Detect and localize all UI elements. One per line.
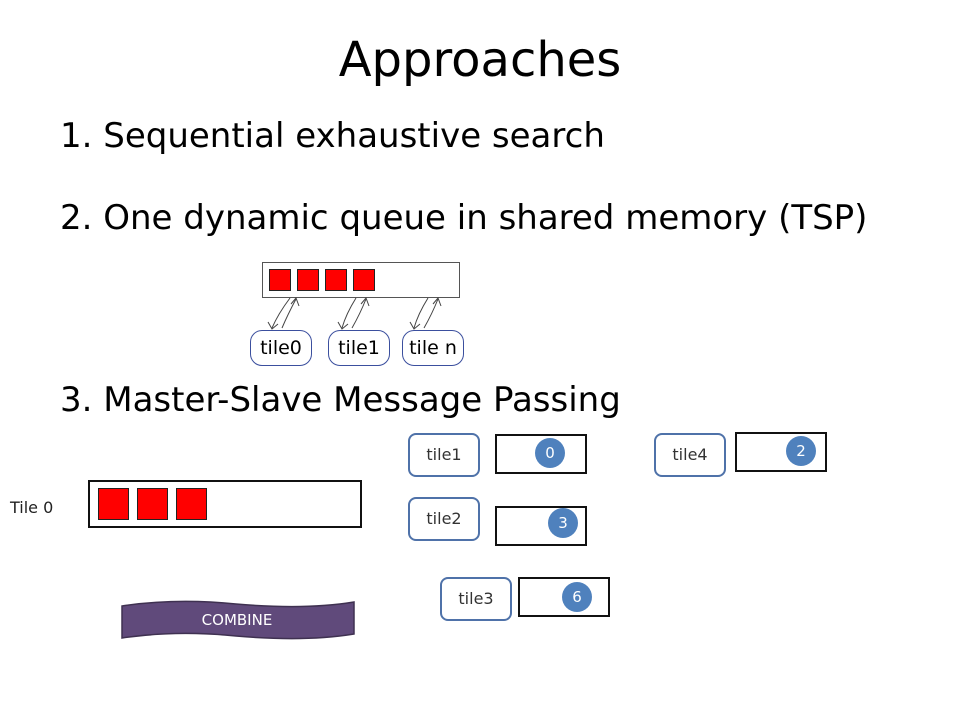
arrow-from-tilen [423, 298, 439, 329]
slave-badge-1: 0 [535, 438, 565, 468]
arrow-to-tilen [413, 297, 429, 329]
queue-tile-1: tile1 [328, 330, 390, 366]
master-queue-cell [176, 488, 207, 520]
combine-label: COMBINE [201, 611, 273, 629]
arrow-from-tile1 [351, 298, 367, 329]
slave-tile-4: tile4 [654, 433, 726, 477]
master-queue-cell [137, 488, 168, 520]
master-label: Tile 0 [10, 498, 54, 517]
slave-badge-4: 2 [786, 436, 816, 466]
approach-item-3: 3. Master-Slave Message Passing [60, 380, 621, 420]
arrow-to-tile0 [271, 297, 291, 329]
queue-cell [325, 269, 347, 291]
arrow-from-tile0 [281, 298, 297, 329]
arrow-to-tile1 [341, 297, 357, 329]
slave-tile-2: tile2 [408, 497, 480, 541]
slave-badge-3: 6 [562, 582, 592, 612]
queue-tile-0: tile0 [250, 330, 312, 366]
slave-tile-1: tile1 [408, 433, 480, 477]
master-queue-cell [98, 488, 129, 520]
slide-title: Approaches [338, 32, 622, 88]
queue-cell [269, 269, 291, 291]
queue-tile-n: tile n [402, 330, 464, 366]
master-queue [88, 480, 362, 528]
slave-tile-3: tile3 [440, 577, 512, 621]
approach-item-2: 2. One dynamic queue in shared memory (T… [60, 198, 868, 238]
queue-cell [353, 269, 375, 291]
shared-queue [262, 262, 460, 298]
approach-item-1: 1. Sequential exhaustive search [60, 116, 605, 156]
combine-banner [121, 600, 355, 640]
slave-badge-2: 3 [548, 508, 578, 538]
queue-cell [297, 269, 319, 291]
